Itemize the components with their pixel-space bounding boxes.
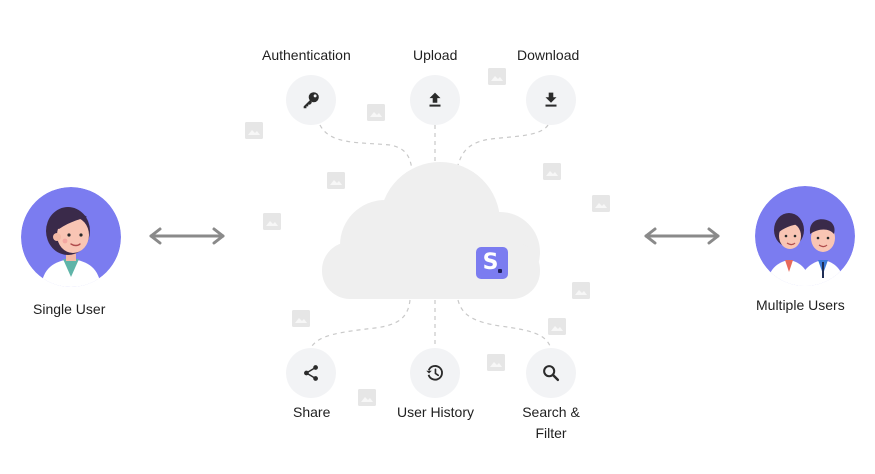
- search-filter-label: Search & Filter: [522, 404, 580, 441]
- connector-authentication: [319, 124, 413, 171]
- image-placeholder-icon: [263, 213, 281, 230]
- user-history-feature[interactable]: [410, 348, 460, 398]
- image-placeholder-icon: [592, 195, 610, 212]
- download-label: Download: [517, 47, 580, 63]
- image-placeholder-icon: [572, 282, 590, 299]
- image-placeholder-icon: [548, 318, 566, 335]
- download-icon: [545, 92, 557, 107]
- logo-letter: S: [482, 250, 499, 275]
- upload-label: Upload: [413, 47, 458, 63]
- download-feature[interactable]: [526, 75, 576, 125]
- single-user-avatar: [21, 187, 121, 287]
- image-placeholder-icon: [488, 68, 506, 85]
- multiple-users-label: Multiple Users: [756, 297, 845, 313]
- cloud-shape: [322, 162, 540, 299]
- authentication-feature[interactable]: [286, 75, 336, 125]
- image-placeholder-icon: [245, 122, 263, 139]
- connector-share: [311, 299, 411, 347]
- image-placeholder-icon: [543, 163, 561, 180]
- user-history-label: User History: [397, 404, 475, 420]
- authentication-label: Authentication: [262, 47, 351, 63]
- search-filter-feature[interactable]: [526, 348, 576, 398]
- double-arrow-right: [644, 227, 720, 245]
- single-user-label: Single User: [33, 301, 106, 317]
- logo-badge: S: [476, 247, 508, 279]
- image-placeholder-icon: [358, 389, 376, 406]
- share-icon: [304, 365, 318, 381]
- history-icon: [426, 365, 443, 381]
- key-icon: [303, 92, 319, 109]
- upload-icon: [429, 92, 441, 107]
- share-label: Share: [293, 404, 331, 420]
- share-feature[interactable]: [286, 348, 336, 398]
- upload-feature[interactable]: [410, 75, 460, 125]
- connector-search: [457, 299, 551, 347]
- double-arrow-left: [149, 227, 225, 245]
- multiple-users-avatar: [755, 186, 855, 286]
- image-placeholder-icon: [292, 310, 310, 327]
- connector-download: [457, 124, 549, 166]
- search-icon: [543, 365, 560, 382]
- image-placeholder-icon: [367, 104, 385, 121]
- image-placeholder-icon: [327, 172, 345, 189]
- image-placeholder-icon: [487, 354, 505, 371]
